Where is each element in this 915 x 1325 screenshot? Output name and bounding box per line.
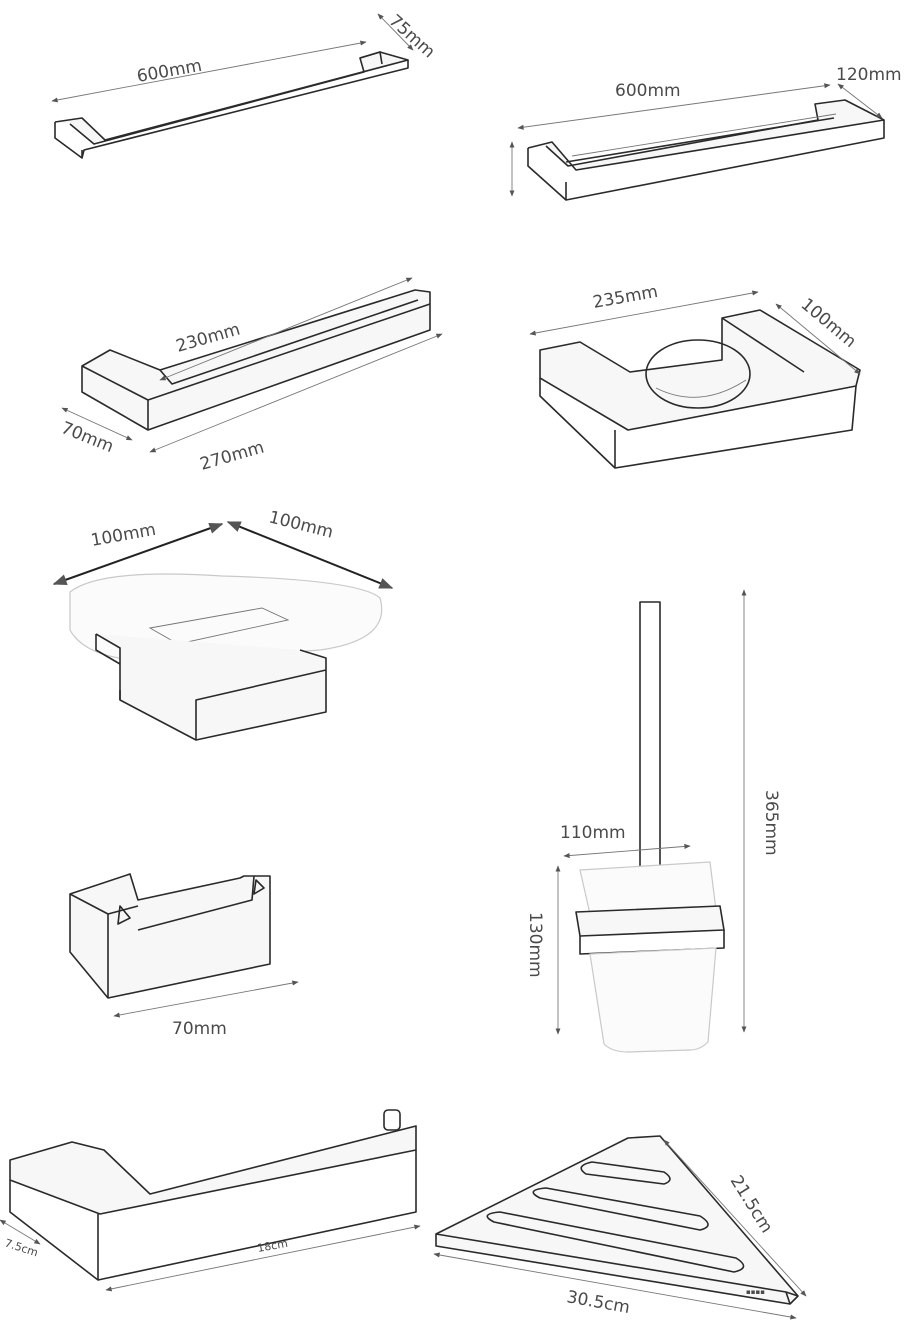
toilet-brush-holder: 110mm 130mm 365mm: [525, 589, 781, 1053]
glass-soap-dish: 100mm 100mm: [52, 507, 394, 741]
dimension-label: 365mm: [761, 790, 781, 856]
dimension-label: 110mm: [560, 823, 626, 843]
towel-ring-bar: 230mm 270mm 70mm: [58, 277, 443, 475]
dimension-label: 235mm: [591, 282, 659, 313]
dimension-label: 7.5cm: [3, 1236, 40, 1259]
dimension-arrow: [105, 1224, 421, 1292]
corner-shelf: ▪▪▪▪ 21.5cm 30.5cm: [433, 1135, 807, 1320]
soap-tray: 235mm 100mm: [529, 282, 861, 469]
dimension-label: 100mm: [267, 507, 335, 542]
shelf-brand-mark: ▪▪▪▪: [746, 1288, 765, 1296]
dimension-arrow: [226, 521, 394, 589]
dimension-label: 600mm: [135, 56, 203, 87]
dimension-arrow: [52, 522, 224, 586]
dimension-arrow: [149, 333, 443, 453]
dimension-label: 18cm: [256, 1237, 289, 1255]
dimension-arrow: [0, 1219, 41, 1245]
brush-handle: [639, 601, 661, 889]
dimension-arrow: [775, 303, 861, 375]
dimension-arrow: [377, 13, 414, 51]
dimension-arrow: [113, 980, 299, 1018]
dimension-arrow: [517, 83, 831, 130]
holder-knob: [383, 1109, 401, 1131]
dimension-label: 130mm: [525, 912, 545, 978]
dimension-label: 100mm: [89, 520, 157, 551]
dimension-arrow: [433, 1252, 797, 1320]
dimension-arrow: [61, 407, 133, 441]
dimension-label: 70mm: [58, 418, 116, 457]
dimension-arrow: [529, 290, 759, 336]
dimension-label: 270mm: [198, 438, 267, 475]
dimension-arrow: [51, 40, 367, 103]
single-towel-bar: 600mm 75mm: [51, 11, 439, 159]
robe-hook: 70mm: [69, 873, 299, 1039]
dimension-label: 600mm: [615, 81, 681, 101]
soap-bar: [645, 339, 751, 409]
dimension-label: 120mm: [836, 65, 902, 85]
dimension-label: 30.5cm: [565, 1287, 631, 1318]
dimension-label: 70mm: [172, 1019, 227, 1039]
toilet-paper-holder: 7.5cm 18cm: [0, 1109, 421, 1292]
dimension-arrow: [563, 843, 691, 859]
dimension-label: 75mm: [385, 11, 439, 63]
dimension-arrow: [837, 83, 883, 119]
double-towel-bar: 600mm 120mm: [509, 65, 902, 201]
